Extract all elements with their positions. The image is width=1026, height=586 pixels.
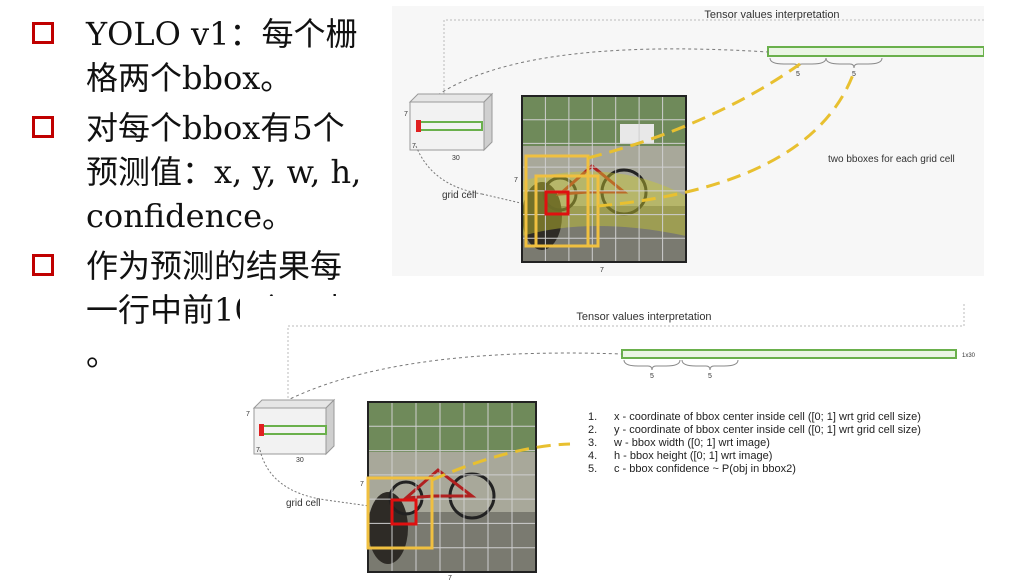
legend-text-4: h - bbox height ([0; 1] wrt image) [614,450,772,462]
tensor-figure-top: Tensor values interpretation 5 5 7 7 30 … [392,6,985,276]
bullet-list: YOLO v1：每个栅 格两个bbox。 对每个bbox有5个 预测值：x, y… [30,12,390,382]
square-bullet-icon [32,254,54,276]
cube-dim-30: 30 [452,155,460,162]
cube-dim-7b: 7 [256,447,260,454]
cube-dim-7a: 7 [246,411,250,418]
cube-dim-30: 30 [296,457,304,464]
cube-front [253,407,327,455]
photo-yellow-overlay [522,171,686,236]
tensor-bar [767,46,985,57]
cube-side [483,92,493,152]
grid-left-7: 7 [514,177,518,184]
two-bboxes-note: two bboxes for each grid cell [828,154,955,165]
cube-side [325,398,335,456]
photo-grid-top [521,95,687,263]
bracket-b [825,57,883,69]
bracket-b-label: 5 [708,373,712,380]
photo-grid-bottom [366,401,537,573]
bullet-line: 对每个bbox有5个 [86,109,345,147]
bbox2-arrow [597,71,856,208]
grid-cell-label: grid cell [442,190,476,201]
grid-cell-connector [259,449,327,501]
cube-top [252,399,336,409]
tensor-title: Tensor values interpretation [576,311,711,323]
photo-trees [522,96,686,146]
bbox-arrow [431,442,571,482]
cube-to-tensor-connector [279,352,623,405]
legend-num-1: 1. [588,411,597,423]
photo-dog [368,492,408,564]
bbox1-arrow [587,62,801,160]
tensor-bar [621,349,957,359]
bullet-line: confidence。 [86,197,295,235]
square-bullet-icon [32,22,54,44]
grid-bottom-7: 7 [448,575,452,582]
legend-text-3: w - bbox width ([0; 1] wrt image) [613,437,770,449]
cube-dim-7b: 7 [412,143,416,150]
cube-cell-marker [259,424,264,436]
bullet-line: 作为预测的结果每 [86,247,343,285]
grid-cell-highlight [390,498,418,526]
cube-cell-marker [416,120,421,132]
cube-front [409,101,485,151]
legend-text-2: y - coordinate of bbox center inside cel… [614,424,921,436]
legend-text-1: x - coordinate of bbox center inside cel… [614,411,921,423]
photo-grid-lines [522,96,686,262]
square-bullet-icon [32,116,54,138]
bracket-a [769,57,827,69]
grid-left-7: 7 [360,481,364,488]
bullet-line: 格两个bbox。 [86,59,293,97]
bullet-line: 。 [86,335,119,373]
tensor-title: Tensor values interpretation [704,9,839,21]
legend-num-2: 2. [588,424,597,436]
tensor-size-label: 1x30 [962,353,976,359]
tensor-diagram-bottom: Tensor values interpretation 1x30 5 5 7 … [246,302,976,582]
bullet-line: 预测值：x, y, w, h, [86,153,362,191]
legend-num-4: 4. [588,450,597,462]
photo-dog [522,182,562,250]
bracket-a-label: 5 [796,71,800,78]
grid-bottom-7: 7 [600,267,604,274]
bracket-b [681,359,739,371]
cube-dim-7a: 7 [404,111,408,118]
bullet-item-1: YOLO v1：每个栅 格两个bbox。 [30,12,390,100]
grid-cell-label: grid cell [286,498,320,509]
title-frame-line [443,19,984,102]
bbox-2 [534,174,600,248]
legend-num-5: 5. [588,463,597,475]
bracket-b-label: 5 [852,71,856,78]
title-frame-line [287,302,965,406]
grid-cell-highlight [544,190,570,216]
cube-top [408,93,494,103]
photo-car [620,124,654,144]
bullet-line: YOLO v1：每个栅 [86,15,358,53]
bracket-a-label: 5 [650,373,654,380]
legend-num-3: 3. [588,437,597,449]
tensor-diagram-top: Tensor values interpretation 5 5 7 7 30 … [404,9,985,274]
grid-cell-connector [415,145,483,195]
legend-text-5: c - bbox confidence ~ P(obj in bbox2) [614,463,796,475]
legend-list: 1. x - coordinate of bbox center inside … [588,411,921,475]
bracket-a [623,359,681,371]
bbox [366,476,434,550]
photo-trees [368,402,536,452]
tensor-figure-bottom: Tensor values interpretation 1x30 5 5 7 … [240,296,1000,582]
bullet-item-2: 对每个bbox有5个 预测值：x, y, w, h, confidence。 [30,106,390,238]
photo-frame [521,95,687,263]
